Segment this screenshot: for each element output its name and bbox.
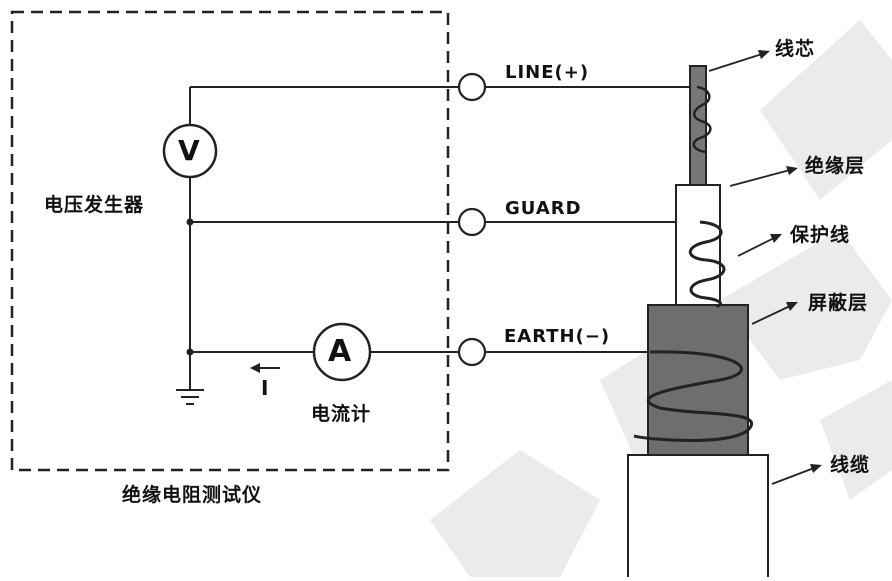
shield-label: 屏蔽层 <box>808 292 869 314</box>
current-symbol: I <box>261 376 269 400</box>
ammeter-label: 电流计 <box>311 403 372 425</box>
line-coil <box>692 85 712 154</box>
voltage-generator-label: 电压发生器 <box>44 194 145 216</box>
current-arrow-icon <box>250 363 280 373</box>
cable-label: 线缆 <box>830 454 871 476</box>
guard-coil <box>688 220 726 308</box>
terminal-guard <box>457 207 487 237</box>
core-label: 线芯 <box>775 38 816 60</box>
insulation-label: 绝缘层 <box>805 155 866 177</box>
terminal-earth-label: EARTH(−) <box>504 326 611 347</box>
conductor-core <box>689 65 707 186</box>
label-pointers <box>708 50 822 485</box>
voltmeter-icon <box>162 123 218 179</box>
junction-dot <box>186 218 194 226</box>
instrument-label: 绝缘电阻测试仪 <box>122 484 263 506</box>
terminal-guard-label: GUARD <box>505 198 582 219</box>
earth-coil <box>633 350 753 442</box>
shield-layer <box>647 304 749 456</box>
terminal-line-label: LINE(+) <box>505 62 590 83</box>
cable-jacket <box>627 454 769 581</box>
ground-icon <box>176 389 204 405</box>
terminal-earth <box>457 337 487 367</box>
circuit-wires <box>189 86 700 390</box>
ammeter-symbol: A <box>328 334 352 369</box>
ammeter-icon <box>312 322 372 382</box>
terminal-line <box>457 72 487 102</box>
instrument-box <box>10 10 450 472</box>
junction-dot <box>186 348 194 356</box>
guard-wire-label: 保护线 <box>790 224 851 246</box>
voltmeter-symbol: V <box>178 134 200 167</box>
